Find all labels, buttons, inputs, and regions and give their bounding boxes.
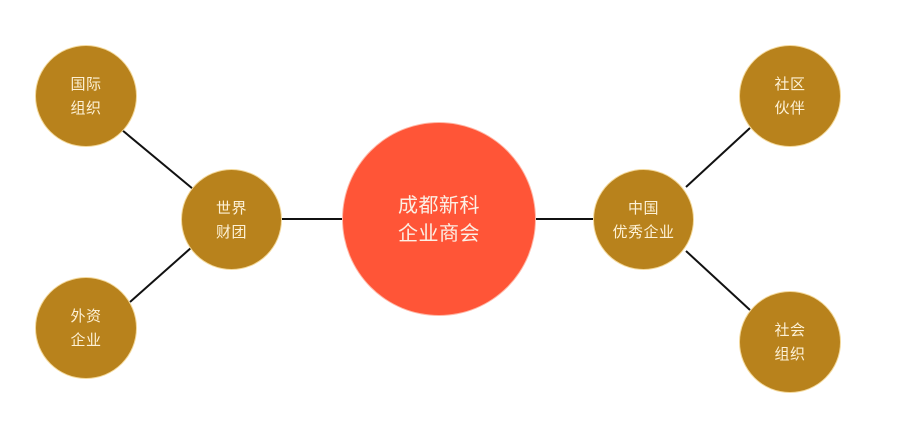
node-label-line1: 外资 [70,307,102,325]
node-label-line1: 社会 [774,321,806,339]
hub-label-line2: 企业商会 [398,221,480,245]
node-center-chamber: 成都新科 企业商会 [343,123,535,315]
hub-label-line1: 成都新科 [398,193,480,217]
node-social-org: 社会 组织 [740,292,840,392]
node-label-line1: 中国 [627,198,659,217]
node-community-partner: 社区 伙伴 [740,46,840,146]
edge-china-enterprise-to-social-org [685,250,751,311]
node-label-line1: 世界 [215,198,247,217]
node-label-line2: 财团 [215,222,247,241]
node-label-line2: 组织 [774,345,806,363]
node-world-consortium: 世界 财团 [182,170,281,269]
edge-intl-org-to-world-consortium [121,129,194,190]
edge-china-enterprise-to-community-partner [685,127,751,188]
node-label-line2: 伙伴 [774,99,806,117]
node-label-line1: 社区 [774,75,806,93]
edge-foreign-enterprise-to-world-consortium [129,246,193,303]
node-intl-org: 国际 组织 [36,46,136,146]
node-label-line2: 企业 [70,331,102,349]
node-label-line2: 组织 [70,99,102,117]
node-label-line1: 国际 [70,75,102,93]
node-china-enterprise: 中国 优秀企业 [594,170,693,269]
node-foreign-enterprise: 外资 企业 [36,278,136,378]
node-label-line2: 优秀企业 [612,222,675,241]
